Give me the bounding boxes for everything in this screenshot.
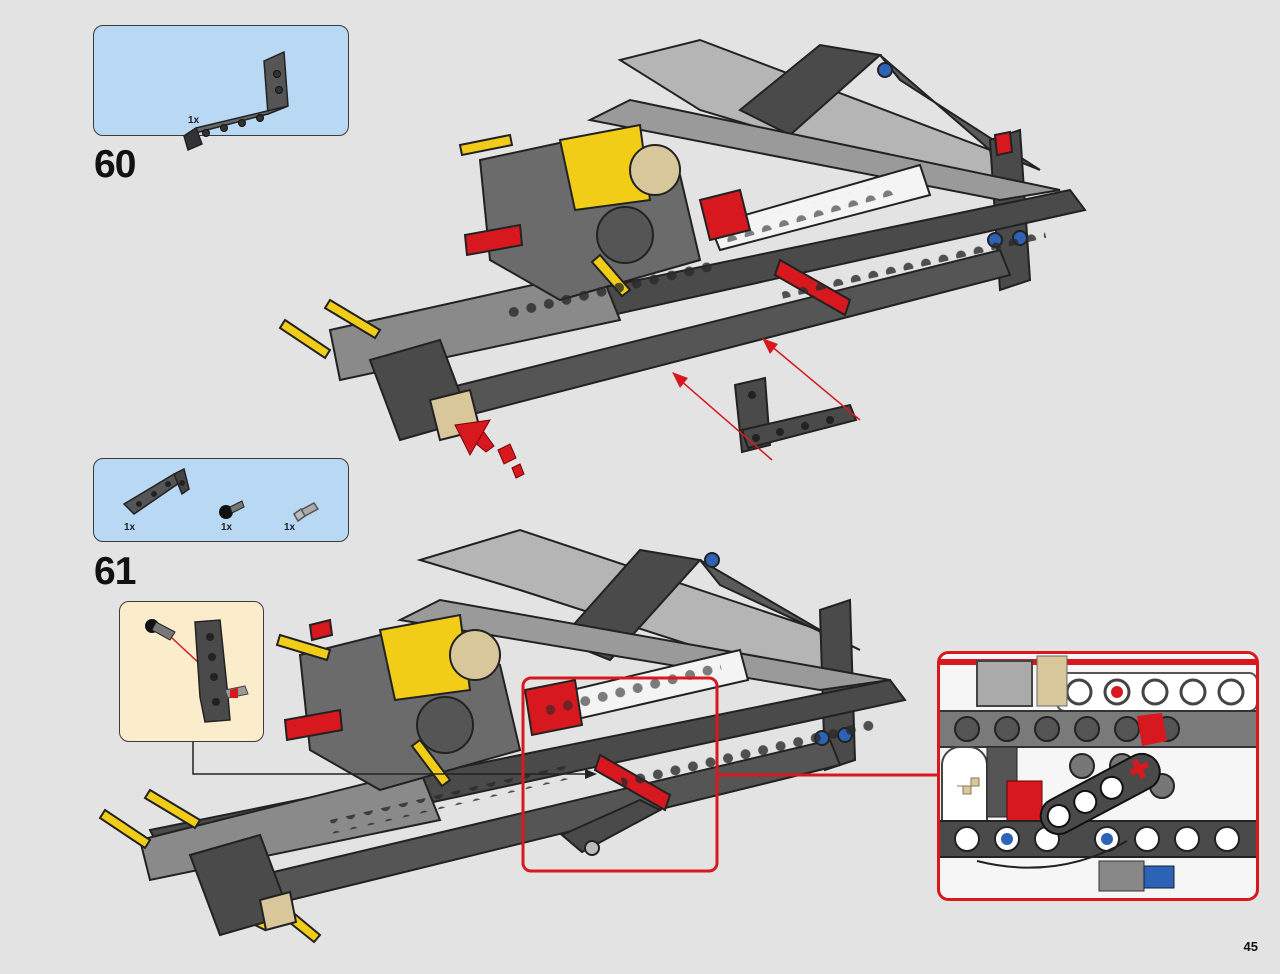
step-61-part-icons xyxy=(122,467,320,523)
part-quantity: 1x xyxy=(284,522,296,533)
step-61-parts-list: 1x 1x 1x xyxy=(93,458,349,542)
page-number: 45 xyxy=(1243,939,1258,954)
step-60-parts-list: 1x xyxy=(93,25,349,152)
technic-l-beam-part-icon xyxy=(183,50,289,152)
step-number: 61 xyxy=(94,550,136,593)
axle-pin-part-icon xyxy=(219,500,245,519)
part-quantity: 1x xyxy=(124,522,136,533)
technic-l-beam-part-icon xyxy=(122,467,190,515)
part-quantity: 1x xyxy=(221,522,233,533)
sub-assembly-illustration xyxy=(145,619,249,723)
step-number: 60 xyxy=(94,143,136,186)
step-60-model-illustration xyxy=(278,38,1087,479)
sub-assembly-callout xyxy=(119,601,264,742)
zoom-detail-view xyxy=(937,651,1259,901)
part-quantity: 1x xyxy=(188,115,200,126)
callout-pointer-line xyxy=(192,742,585,775)
connector-peg-part-icon xyxy=(293,502,320,523)
